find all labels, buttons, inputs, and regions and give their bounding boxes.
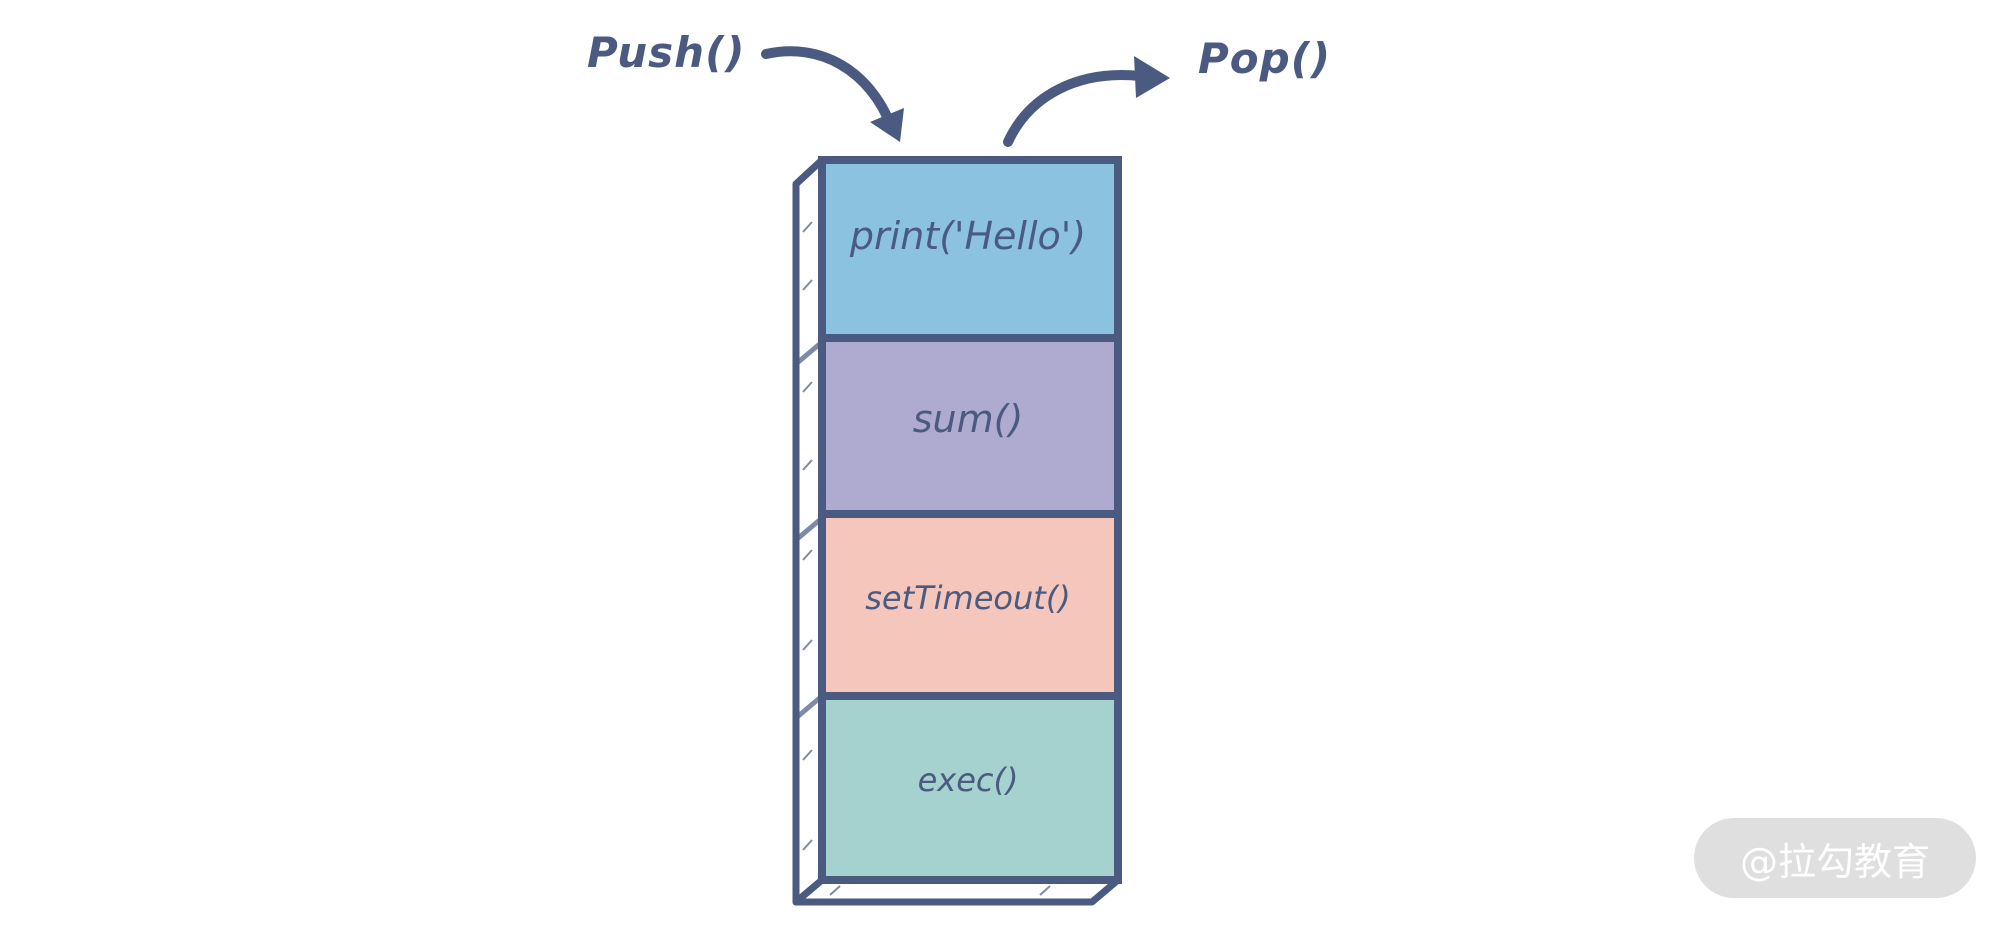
pop-label: Pop(): [1198, 34, 1332, 83]
watermark-badge: @拉勾教育: [1694, 818, 1976, 898]
stack-frame-label: exec(): [917, 761, 1019, 799]
push-arrow-icon: [761, 46, 904, 142]
pop-arrow-icon: [1003, 56, 1170, 147]
stack-frame-exec: [818, 692, 1122, 884]
stack-frame-label: print('Hello'): [849, 214, 1087, 258]
stack-frame-print-hello: [818, 156, 1122, 342]
stack-frame-sum: [818, 334, 1122, 518]
stack-frame-label: setTimeout(): [865, 579, 1071, 617]
push-label: Push(): [587, 28, 746, 77]
side-hatching: [794, 221, 1051, 896]
stack-frame-settimeout: [818, 510, 1122, 700]
stack-frame-label: sum(): [912, 397, 1024, 441]
watermark-text: @拉勾教育: [1739, 839, 1930, 884]
